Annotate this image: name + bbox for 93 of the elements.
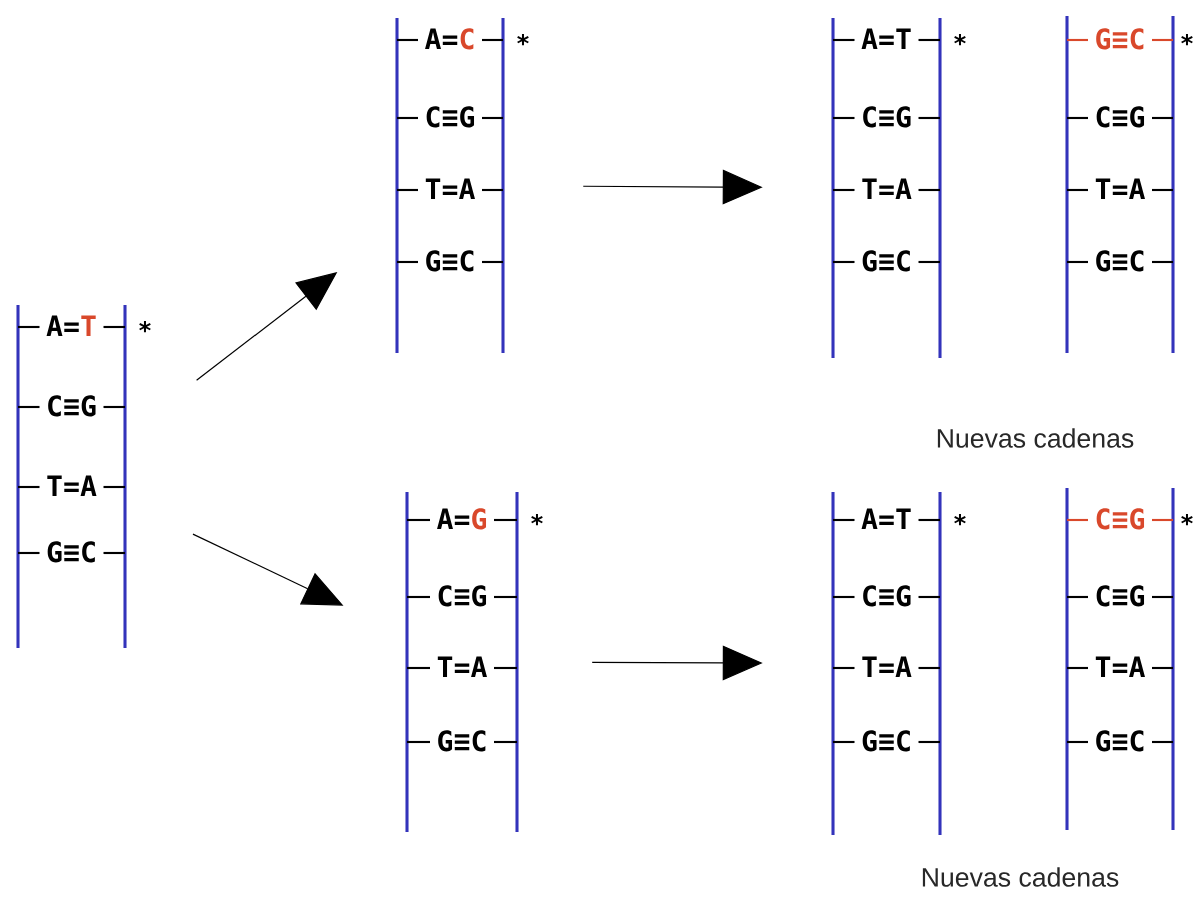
asterisk: * bbox=[517, 34, 529, 46]
bond-symbol: = bbox=[1112, 663, 1128, 673]
base-letter: A bbox=[1129, 656, 1145, 677]
base-letter: A bbox=[46, 315, 63, 336]
base-letter: T bbox=[896, 28, 911, 49]
bond-symbol: ≡ bbox=[879, 254, 894, 271]
asterisk: * bbox=[139, 321, 151, 333]
base-letter: G bbox=[1130, 106, 1145, 128]
bond-symbol: ≡ bbox=[879, 110, 894, 127]
asterisk: * bbox=[954, 514, 966, 526]
base-letter: A bbox=[895, 178, 912, 199]
bond-symbol: ≡ bbox=[1112, 32, 1128, 49]
asterisk: * bbox=[531, 514, 543, 526]
base-letter: A bbox=[80, 475, 97, 496]
bond-symbol: = bbox=[879, 185, 894, 195]
bond-symbol: ≡ bbox=[442, 110, 458, 127]
base-letter: T bbox=[1095, 656, 1111, 677]
base-letter: C bbox=[426, 106, 440, 128]
base-letter: C bbox=[897, 730, 910, 752]
base-letter: A bbox=[1129, 178, 1145, 199]
base-letter: C bbox=[460, 250, 474, 272]
bond-symbol: ≡ bbox=[64, 545, 79, 562]
base-letter: A bbox=[895, 656, 912, 677]
bond-symbol: ≡ bbox=[879, 589, 894, 606]
base-letter: T bbox=[47, 475, 62, 496]
base-letter: A bbox=[471, 656, 487, 677]
bond-symbol: ≡ bbox=[1112, 512, 1128, 529]
base-letter: T bbox=[862, 178, 877, 199]
base-letter: G bbox=[426, 250, 441, 272]
base-letter: T bbox=[437, 656, 453, 677]
base-letter: G bbox=[47, 541, 62, 563]
base-letter: C bbox=[1096, 106, 1110, 128]
bond-symbol: = bbox=[1112, 185, 1128, 195]
base-letter: G bbox=[460, 106, 475, 128]
base-letter: G bbox=[438, 730, 453, 752]
base-letter: A bbox=[437, 508, 453, 529]
base-letter: G bbox=[1130, 585, 1145, 607]
bond-symbol: = bbox=[454, 663, 470, 673]
bond-symbol: = bbox=[879, 663, 894, 673]
bond-symbol: ≡ bbox=[64, 399, 79, 416]
base-letter: G bbox=[896, 585, 911, 607]
base-letter: T bbox=[1095, 178, 1111, 199]
base-letter: A bbox=[861, 28, 878, 49]
base-letter: T bbox=[425, 178, 441, 199]
bond-symbol: = bbox=[442, 35, 458, 45]
bond-symbol: = bbox=[442, 185, 458, 195]
asterisk: * bbox=[1181, 34, 1193, 46]
caption-text: Nuevas cadenas bbox=[937, 428, 1134, 448]
base-letter: G bbox=[472, 585, 487, 607]
base-letter: T bbox=[81, 315, 96, 336]
bond-symbol: = bbox=[64, 482, 79, 492]
base-letter: G bbox=[472, 508, 487, 530]
bond-symbol: ≡ bbox=[1112, 589, 1128, 606]
asterisk: * bbox=[1181, 514, 1193, 526]
bond-symbol: = bbox=[64, 322, 79, 332]
base-letter: A bbox=[861, 508, 878, 529]
asterisk: * bbox=[954, 34, 966, 46]
base-letter: C bbox=[1130, 28, 1144, 50]
base-letter: T bbox=[862, 656, 877, 677]
base-letter: A bbox=[425, 28, 441, 49]
bond-symbol: ≡ bbox=[454, 734, 470, 751]
base-letter: A bbox=[459, 178, 475, 199]
base-letter: G bbox=[81, 395, 96, 417]
caption-text: Nuevas cadenas bbox=[922, 867, 1119, 887]
base-letter: G bbox=[862, 250, 877, 272]
bond-symbol: = bbox=[879, 515, 894, 525]
base-letter: G bbox=[1096, 28, 1111, 50]
base-letter: G bbox=[1096, 250, 1111, 272]
base-letter: C bbox=[438, 585, 452, 607]
base-letter: C bbox=[460, 28, 474, 50]
bond-symbol: ≡ bbox=[1112, 254, 1128, 271]
base-letter: C bbox=[48, 395, 61, 417]
base-letter: G bbox=[1096, 730, 1111, 752]
base-letter: C bbox=[863, 106, 876, 128]
base-letter: C bbox=[1130, 250, 1144, 272]
base-letter: G bbox=[862, 730, 877, 752]
bond-symbol: ≡ bbox=[454, 589, 470, 606]
base-letter: C bbox=[82, 541, 95, 563]
base-letter: C bbox=[1130, 730, 1144, 752]
bond-symbol: = bbox=[879, 35, 894, 45]
bond-symbol: ≡ bbox=[879, 734, 894, 751]
base-letter: T bbox=[896, 508, 911, 529]
base-letter: G bbox=[896, 106, 911, 128]
bond-symbol: ≡ bbox=[442, 254, 458, 271]
bond-symbol: ≡ bbox=[1112, 110, 1128, 127]
base-letter: C bbox=[472, 730, 486, 752]
bond-symbol: = bbox=[454, 515, 470, 525]
bond-symbol: ≡ bbox=[1112, 734, 1128, 751]
base-letter: C bbox=[1096, 585, 1110, 607]
base-letter: C bbox=[863, 585, 876, 607]
base-letter: C bbox=[897, 250, 910, 272]
base-letter: G bbox=[1130, 508, 1145, 530]
base-letter: C bbox=[1096, 508, 1110, 530]
